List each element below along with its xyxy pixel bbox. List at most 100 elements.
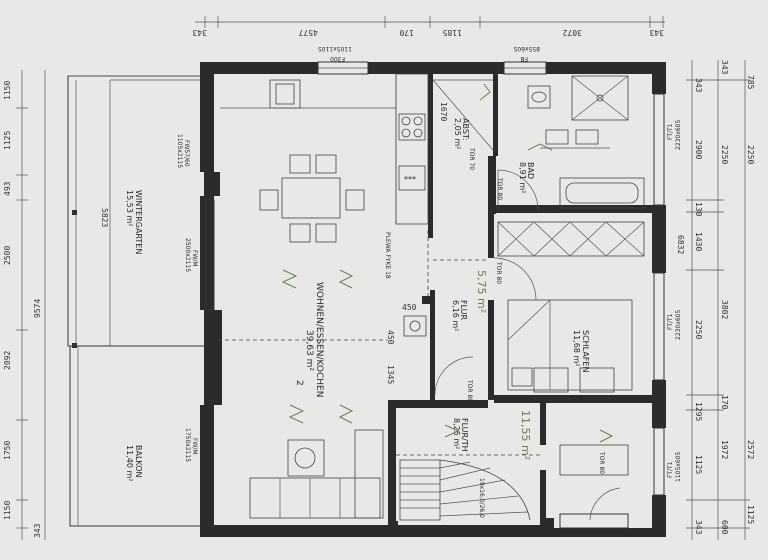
bathroom: BAD 8,91 m² TOR 80 [496,75,645,211]
fw-living-label: FW/M [191,250,198,267]
dim-left-2: 1125 [3,131,12,150]
tor-80-c-label: TOR 80 [466,379,473,402]
stove-small-icon [403,315,427,337]
bed-icon [507,299,633,391]
dim-right-c-1: 785 [746,75,755,90]
stair-label: 19x16,0/26,0 [478,478,485,518]
abstellraum: ABST: 2,05 m² 1670 TOR 70 [432,79,494,170]
kitchen: *** 450 450 1345 PLEWA FYKE 18 [220,73,429,384]
shower-icon [571,75,629,121]
stair-hall: FLUR/TH 8,25 m² 11,55 m² 19x16,0/26,0 TO… [399,410,629,521]
fw-balcony-sub: 1750x2115 [184,428,191,462]
dim-450-a: 450 [402,303,417,312]
dim-right-a-1: 343 [694,78,703,93]
dim-left-7: 1150 [3,81,12,100]
wintergarten-area-value: 15,53 m² [125,190,134,226]
window-labels: F300 1105x1105 FB 855x605 FW57/60 1105x2… [176,45,682,482]
schlafen-area-value: 11,68 m² [572,330,581,366]
oven-icon [398,165,426,191]
fb-label: FB [520,55,528,62]
flur-th-name: FLUR/TH [460,418,469,452]
dim-left-3: 493 [3,181,12,196]
dim-left-5: 2092 [3,351,12,370]
ft-flur-sub: 1105x605 [675,452,682,482]
ft-bad-label: FT/T1 [667,123,674,140]
dim-5823: 5823 [100,208,109,227]
tor-80-d-label: TOR 80 [598,451,605,474]
hob-icon [398,113,426,141]
sofa [249,429,384,519]
dim-right-c-2: 2250 [746,145,755,164]
washbasin-icon [545,129,569,145]
dim-left-4: 2500 [3,246,12,265]
tor-80-b-label: TOR 80 [495,261,502,284]
ft-flur-label: FT/T1 [667,461,674,478]
wohnen-area-value: 39,63 m² [304,330,314,371]
dim-right-b-2: 2250 [720,145,729,164]
dim-left-6: 1750 [3,441,12,460]
f300-sub: 1105x1105 [318,45,352,52]
dim-top-4: 1185 [443,28,462,37]
pen-marks [281,83,614,443]
dim-right-a-5: 2250 [694,320,703,339]
dim-right-a-8: 343 [694,520,703,535]
interior-walls [388,74,656,525]
dim-right-b-4: 170 [720,395,729,410]
balkon-name: BALKON [134,445,143,478]
tor-70-label: TOR 70 [468,147,475,170]
fw-kitchen-label: FW57/60 [183,140,190,167]
dim-right-a-4: 1430 [694,232,703,251]
abst-area-value: 2,05 m² [453,118,462,149]
f300-label: F300 [330,55,345,62]
bad-area-value: 8,91 m² [518,162,527,193]
dim-left-8: 343 [33,523,42,538]
dim-right-a-6: 1295 [694,402,703,421]
flur-pen-annotation: 5,75 m² [475,270,488,313]
washbasin-icon-2 [575,129,599,145]
dim-right-b-1: 343 [720,60,729,75]
dim-right-b-5: 1972 [720,440,729,459]
dim-right-a-7: 1125 [694,455,703,474]
dim-right-b-3: 3802 [720,300,729,319]
wintergarten-name: WINTERGARTEN [134,190,143,254]
dim-right-c-3: 2572 [746,440,755,459]
flur-th-area-value: 8,25 m² [452,418,461,449]
ft-bad-sub: 2230x605 [675,120,682,150]
bad-name: BAD [526,162,535,179]
tor-80-a-label: TOR 80 [496,177,503,200]
wardrobe [497,221,645,257]
fw-balcony-label: FW/M [191,438,198,455]
flur-name: FLUR [459,300,468,321]
dim-right-a-2: 2900 [694,140,703,159]
dim-left-1: 1150 [3,501,12,520]
schlafen-name: SCHLAFEN [581,330,590,372]
exterior-walls [200,62,666,537]
plewa-label: PLEWA FYKE 18 [384,232,391,279]
fb-sub: 855x605 [513,45,540,52]
dim-top-1: 343 [192,28,207,37]
dim-right-b-6: 600 [720,520,729,535]
right-dimension-lines: 343 2900 130 1430 2250 1295 1125 343 683… [676,60,755,540]
passage-lines [218,230,540,456]
dim-1345: 1345 [386,365,395,384]
windows [205,61,665,529]
dim-right-c-4: 1125 [746,505,755,524]
dim-left-total: 9574 [33,299,42,318]
balkon-area-value: 11,40 m² [125,445,134,481]
dining-table [259,154,365,243]
dim-450-b: 450 [386,330,395,345]
dim-right-total: 6832 [676,235,685,254]
dim-1670: 1670 [439,102,448,121]
bedroom: SCHLAFEN 11,68 m² [507,299,633,393]
wohnen-note: 2 [294,380,304,386]
svg-text:***: *** [404,175,416,184]
dim-top-6: 343 [649,28,664,37]
flur-area-value: 6,16 m² [451,300,460,331]
bathtub-icon [559,177,645,209]
fw-living-sub: 2500x2115 [184,238,191,272]
left-dimension-lines: 1150 1125 493 2500 2092 1750 1150 343 95… [3,70,46,540]
abst-name: ABST: [461,118,470,141]
fw-kitchen-sub: 1105x2115 [176,134,183,168]
flur: FLUR 6,16 m² 5,75 m² TOR 80 TOR 80 [434,257,537,402]
